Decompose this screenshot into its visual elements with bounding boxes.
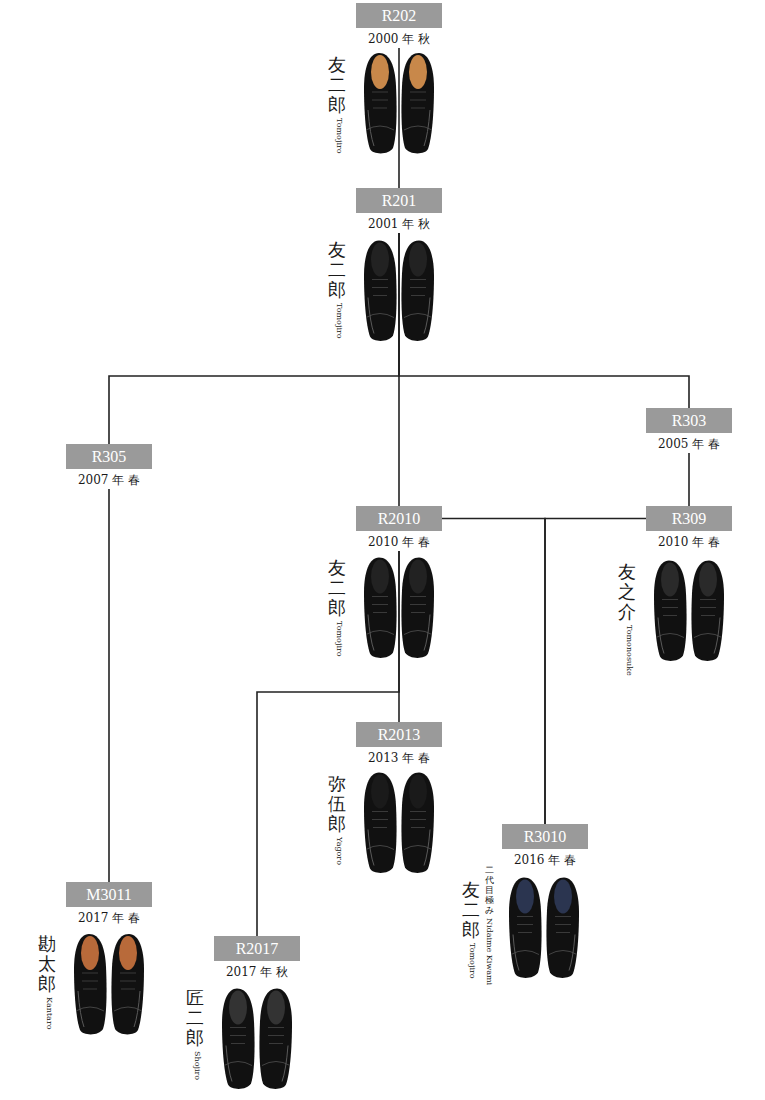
shoe-photo xyxy=(364,558,434,658)
model-name-roman: Nidaime Kiwami xyxy=(484,918,494,985)
model-name-roman: Yagoro xyxy=(334,837,344,865)
release-date: 2017 年 秋 xyxy=(214,963,300,981)
lineage-line xyxy=(108,489,110,882)
model-code: R2013 xyxy=(356,722,442,747)
shoe-photo xyxy=(364,773,434,873)
model-node: R3092010 年 春友之介Tomonosuke xyxy=(646,506,732,551)
model-name-roman: Tomojiro xyxy=(467,943,477,979)
lineage-line xyxy=(109,233,399,444)
model-code: M3011 xyxy=(66,882,152,907)
model-node: R30102016 年 春二代目 極みNidaime Kiwami友二郎Tomo… xyxy=(502,824,588,869)
model-code: R2010 xyxy=(356,506,442,531)
model-node: M30112017 年 春勘太郎Kantaro xyxy=(66,882,152,927)
model-name-roman: Tomojiro xyxy=(334,118,344,154)
release-date: 2016 年 春 xyxy=(502,851,588,869)
model-node: R20172017 年 秋匠二郎Shojiro xyxy=(214,936,300,981)
model-name: 二代目 極み xyxy=(485,866,494,915)
model-code: R305 xyxy=(66,444,152,469)
model-name: 友之介 xyxy=(618,562,636,621)
model-node: R2022000 年 秋友二郎Tomojiro xyxy=(356,3,442,48)
release-date: 2001 年 秋 xyxy=(356,215,442,233)
model-node: R20132013 年 春弥伍郎Yagoro xyxy=(356,722,442,767)
model-name: 匠二郎 xyxy=(186,988,204,1047)
shoe-photo xyxy=(364,241,434,341)
shoe-photo xyxy=(364,53,434,153)
lineage-line xyxy=(545,519,646,825)
release-date: 2010 年 春 xyxy=(356,533,442,551)
shoe-photo xyxy=(74,934,144,1034)
model-name-roman: Shojiro xyxy=(192,1051,202,1080)
model-name: 弥伍郎 xyxy=(328,774,346,833)
model-name-roman: Kantaro xyxy=(44,997,54,1030)
shoe-photo xyxy=(222,989,292,1089)
model-node: R20102010 年 春友二郎Tomojiro xyxy=(356,506,442,551)
release-date: 2005 年 春 xyxy=(646,435,732,453)
release-date: 2000 年 秋 xyxy=(356,30,442,48)
lineage-line xyxy=(398,48,400,188)
release-date: 2013 年 春 xyxy=(356,749,442,767)
model-code: R2017 xyxy=(214,936,300,961)
model-code: R303 xyxy=(646,408,732,433)
model-name: 友二郎 xyxy=(328,55,346,114)
lineage-line xyxy=(442,519,545,825)
lineage-line xyxy=(688,453,690,506)
model-name: 勘太郎 xyxy=(38,934,56,993)
model-code: R201 xyxy=(356,188,442,213)
release-date: 2007 年 春 xyxy=(66,471,152,489)
shoe-photo xyxy=(654,561,724,661)
model-name-roman: Tomojiro xyxy=(334,621,344,657)
model-name-roman: Tomojiro xyxy=(334,303,344,339)
model-name-roman: Tomonosuke xyxy=(624,625,634,676)
lineage-line xyxy=(399,233,689,408)
model-code: R3010 xyxy=(502,824,588,849)
shoe-photo xyxy=(509,878,579,978)
model-name: 友二郎 xyxy=(462,880,480,939)
model-name: 友二郎 xyxy=(328,240,346,299)
model-node: R305 2007 年 春 xyxy=(66,444,152,489)
model-node: R2012001 年 秋友二郎Tomojiro xyxy=(356,188,442,233)
model-name: 友二郎 xyxy=(328,558,346,617)
model-code: R202 xyxy=(356,3,442,28)
release-date: 2010 年 春 xyxy=(646,533,732,551)
release-date: 2017 年 春 xyxy=(66,909,152,927)
model-node: R303 2005 年 春 xyxy=(646,408,732,453)
model-code: R309 xyxy=(646,506,732,531)
